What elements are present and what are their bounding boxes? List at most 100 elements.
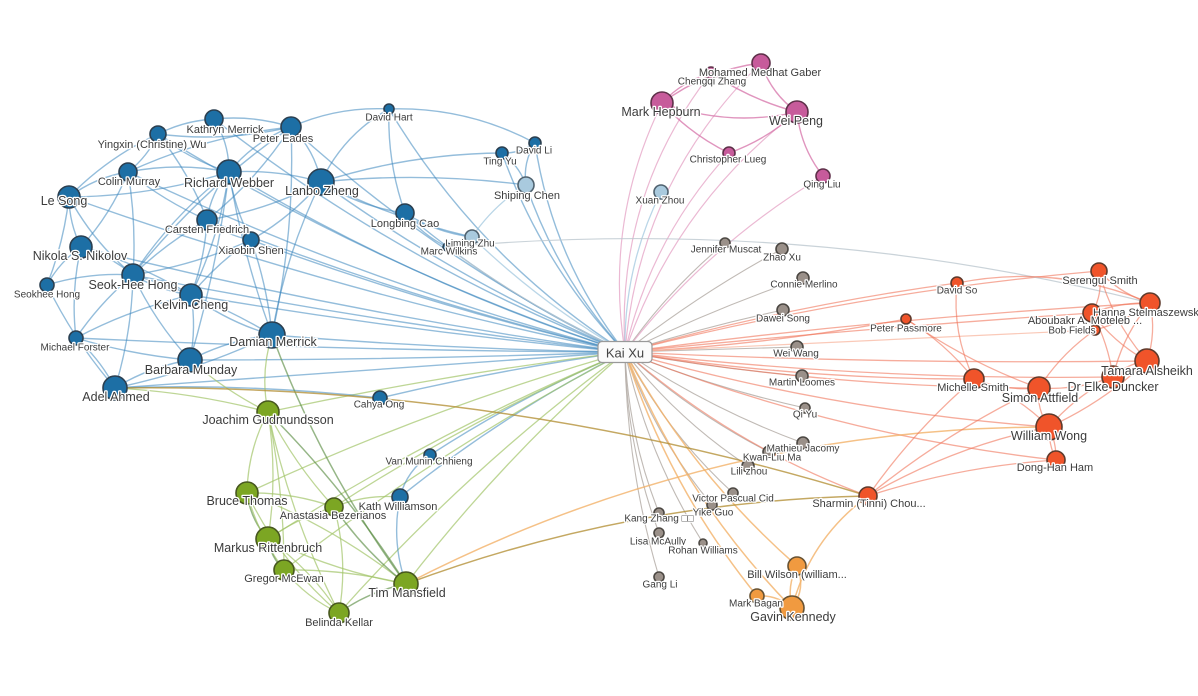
edge xyxy=(624,351,704,544)
edge xyxy=(956,275,1151,304)
edge xyxy=(127,171,626,353)
edge xyxy=(867,378,975,497)
node-damian-merrick[interactable] xyxy=(258,321,286,349)
node-william-wong[interactable] xyxy=(1035,413,1063,441)
node-le-song[interactable] xyxy=(57,185,81,209)
node-chengqi-zhang[interactable] xyxy=(704,66,718,80)
node-tamara-alsheikh[interactable] xyxy=(1134,348,1160,374)
node-lisa-mcaully[interactable] xyxy=(653,527,665,539)
node-wei-wang[interactable] xyxy=(790,340,804,354)
edge xyxy=(624,191,662,353)
edge xyxy=(624,351,1050,428)
edge xyxy=(624,351,713,506)
node-van-munin-chhieng[interactable] xyxy=(423,448,437,462)
node-sharmin-chou[interactable] xyxy=(858,486,878,506)
node-kathryn-merrick[interactable] xyxy=(204,109,224,129)
node-adel-ahmed[interactable] xyxy=(102,375,128,401)
node-belinda-kellar[interactable] xyxy=(328,602,350,624)
node-zhao-xu[interactable] xyxy=(775,242,789,256)
node-qi-yu[interactable] xyxy=(799,402,811,414)
edge xyxy=(80,246,626,353)
node-shiping-chen[interactable] xyxy=(517,176,535,194)
node-markus-rittenbruch[interactable] xyxy=(255,526,281,552)
node-label: Adel Ahmed xyxy=(82,390,149,404)
node-kath-williamson[interactable] xyxy=(391,488,409,506)
edge xyxy=(624,270,1100,353)
node-carsten-friedrich[interactable] xyxy=(196,209,218,231)
node-richard-webber[interactable] xyxy=(216,159,242,185)
node-michelle-smith[interactable] xyxy=(963,368,985,390)
node-aboubakr-moteleb[interactable] xyxy=(1082,303,1102,323)
node-barbara-munday[interactable] xyxy=(177,347,203,373)
node-kang-zhang[interactable] xyxy=(653,507,665,519)
node-mohamed-gaber[interactable] xyxy=(751,53,771,73)
node-yingxin-wu[interactable] xyxy=(149,125,167,143)
node-dong-han-ham[interactable] xyxy=(1046,450,1066,470)
node-label: Mathieu Jacomy xyxy=(767,444,840,455)
node-david-hart[interactable] xyxy=(383,103,395,115)
edge xyxy=(271,334,407,585)
node-label: Markus Rittenbruch xyxy=(214,541,322,555)
node-mark-hepburn[interactable] xyxy=(650,91,674,115)
node-gavin-kennedy[interactable] xyxy=(779,595,805,621)
edge xyxy=(388,108,626,353)
center-node-box[interactable] xyxy=(597,340,653,364)
node-simon-attfield[interactable] xyxy=(1027,376,1051,400)
node-dr-elke-duncker[interactable] xyxy=(1101,365,1125,389)
node-seok-hee-hong[interactable] xyxy=(121,263,145,287)
node-victor-pascual-cid[interactable] xyxy=(727,487,739,499)
node-bruce-thomas[interactable] xyxy=(235,481,259,505)
node-peter-eades[interactable] xyxy=(280,116,302,138)
node-cahya-ong[interactable] xyxy=(372,390,388,406)
edge xyxy=(624,351,869,497)
node-liming-zhu[interactable] xyxy=(464,229,480,245)
edge xyxy=(246,492,407,585)
node-anastasia-bezerianos[interactable] xyxy=(324,497,344,517)
node-nikola-nikolov[interactable] xyxy=(69,235,93,259)
node-peter-passmore[interactable] xyxy=(900,313,912,325)
node-david-so[interactable] xyxy=(950,276,964,290)
node-wei-peng[interactable] xyxy=(785,100,809,124)
node-dawei-song[interactable] xyxy=(776,303,790,317)
node-gregor-mcewan[interactable] xyxy=(273,559,295,581)
node-christopher-lueg[interactable] xyxy=(722,146,736,160)
edge xyxy=(271,181,322,336)
node-martin-loomes[interactable] xyxy=(795,369,809,383)
node-lili-zhou[interactable] xyxy=(741,459,755,473)
node-label: Yike Guo xyxy=(693,508,734,519)
node-marc-wilkins[interactable] xyxy=(442,242,452,252)
node-kwan-liu-ma[interactable] xyxy=(762,445,776,459)
node-yike-guo[interactable] xyxy=(706,499,718,511)
node-david-li[interactable] xyxy=(528,136,542,150)
node-joachim-gudmundsson[interactable] xyxy=(256,400,280,424)
node-label: Anastasia Bezerianos xyxy=(280,510,387,522)
node-seokhee-hong[interactable] xyxy=(39,277,55,293)
node-serengul-smith[interactable] xyxy=(1090,262,1108,280)
node-kai-xu[interactable]: Kai Xu xyxy=(597,340,653,364)
node-lanbo-zheng[interactable] xyxy=(307,168,335,196)
node-longbing-cao[interactable] xyxy=(395,203,415,223)
node-connie-merlino[interactable] xyxy=(796,271,810,285)
node-bill-wilson[interactable] xyxy=(787,556,807,576)
edge xyxy=(283,569,407,585)
node-hanna-stelmaszewska[interactable] xyxy=(1139,292,1161,314)
node-kelvin-cheng[interactable] xyxy=(179,283,203,307)
node-xuan-zhou[interactable] xyxy=(653,184,669,200)
node-bob-fields[interactable] xyxy=(1089,324,1101,336)
node-tim-mansfield[interactable] xyxy=(393,571,419,597)
node-xiaobin-shen[interactable] xyxy=(242,231,260,249)
node-mark-bagan[interactable] xyxy=(749,588,765,604)
node-label: Xiaobin Shen xyxy=(218,245,283,257)
edge xyxy=(320,176,527,186)
node-label: Aboubakr A. Moteleb ... xyxy=(1028,315,1142,327)
node-jennifer-muscat[interactable] xyxy=(719,237,731,249)
node-colin-murray[interactable] xyxy=(118,162,138,182)
node-gang-li[interactable] xyxy=(653,571,665,583)
node-michael-forster[interactable] xyxy=(68,330,84,346)
node-rohan-williams[interactable] xyxy=(698,538,708,548)
node-ting-yu[interactable] xyxy=(495,146,509,160)
node-mathieu-jacomy[interactable] xyxy=(796,436,810,450)
node-qing-liu[interactable] xyxy=(815,168,831,184)
